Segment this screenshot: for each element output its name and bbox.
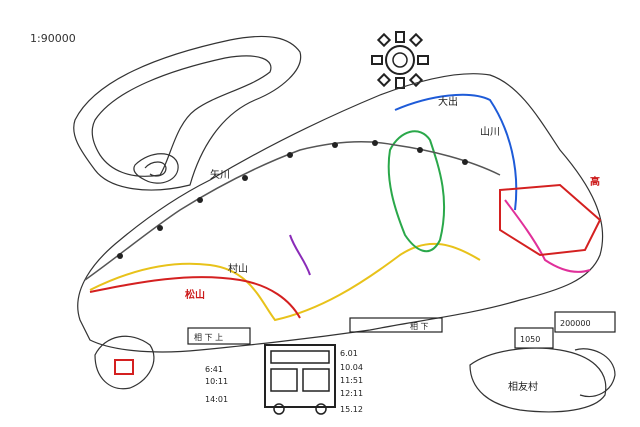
red-box-route (499, 183, 602, 257)
compass-icon (371, 31, 429, 89)
timetable-right-time-3: 11:51 (340, 376, 363, 385)
timetable-left-time-1: 6:41 (205, 365, 223, 374)
red-label-sw: 松山 (185, 288, 205, 301)
timetable-right-time-2: 10.04 (340, 363, 363, 372)
bus-drawing (264, 344, 336, 415)
southwest-inset (94, 335, 155, 390)
green-route (387, 130, 446, 253)
main-landmass (77, 73, 604, 353)
timetable-left-title: 相 下 上 (194, 332, 223, 342)
inset-box-middle: 1050 (514, 327, 554, 349)
scale-box-value: 200000 (560, 319, 591, 328)
main-road (84, 140, 501, 281)
timetable-right-time-5: 15.12 (340, 405, 363, 414)
timetable-right: 相 下 6.01 10.04 11:51 12:11 15.12 (340, 317, 443, 414)
timetable-left-time-3: 14:01 (205, 395, 228, 404)
red-route (89, 276, 301, 319)
place-label-murayama: 村山 (228, 262, 248, 275)
pink-route (504, 199, 591, 273)
blue-route (394, 93, 518, 211)
station-markers (117, 140, 468, 259)
red-label-east: 高 (590, 175, 600, 188)
place-label-tomoshitsu: 相友村 (508, 380, 538, 393)
timetable-right-time-4: 12:11 (340, 389, 363, 398)
inset-box-value: 1050 (520, 335, 540, 344)
place-label-sankawa: 山川 (480, 126, 500, 138)
timetable-right-title: 相 下 (410, 321, 429, 331)
place-label-yagawa: 矢川 (210, 168, 230, 181)
scale-label: 1:90000 (30, 32, 76, 45)
place-label-oide: 大出 (438, 95, 458, 108)
yellow-route (89, 242, 481, 322)
timetable-left-time-2: 10:11 (205, 377, 228, 386)
timetable-right-time-1: 6.01 (340, 349, 358, 358)
purple-route (289, 234, 311, 276)
bottom-right-inset (469, 347, 616, 413)
north-landmass (73, 35, 302, 191)
timetable-left: 相 下 上 6:41 10:11 14:01 (187, 327, 251, 404)
scale-box-right: 200000 (554, 311, 616, 333)
